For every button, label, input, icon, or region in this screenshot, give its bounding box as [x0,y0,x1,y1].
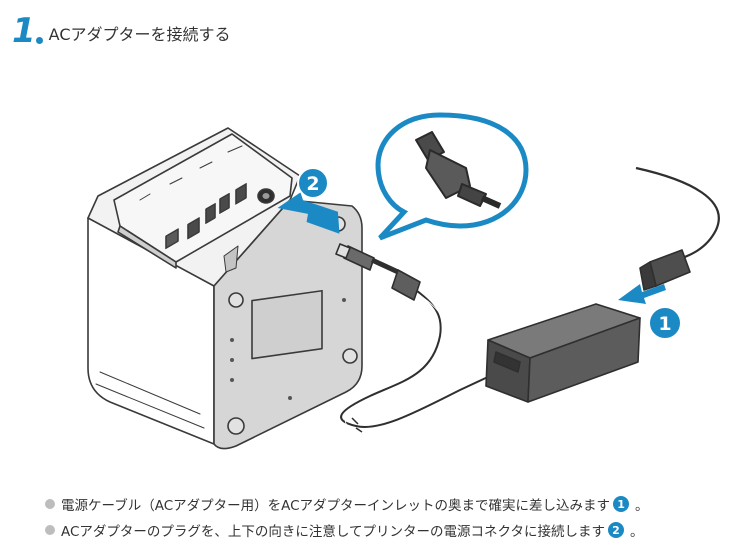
printer-illustration [87,127,363,450]
dc-plug [335,243,421,301]
note-end: 。 [635,498,649,514]
note-text: 電源ケーブル（ACアダプター用）をACアダプターインレットの奥まで確実に差し込み… [61,498,611,514]
step-header: 1 ACアダプターを接続する [12,14,231,48]
dc-cable [340,279,491,433]
instruction-notes: 電源ケーブル（ACアダプター用）をACアダプターインレットの奥まで確実に差し込み… [45,491,725,543]
step-title: ACアダプターを接続する [48,25,231,44]
note-badge: 1 [613,496,630,512]
badge-2: 2 [297,167,329,199]
bullet-icon [45,525,55,535]
arrow-to-adapter [618,284,666,304]
bullet-icon [45,499,55,509]
note-badge: 2 [607,522,624,538]
note-end: 。 [629,524,644,540]
step-number-dot [35,37,43,44]
ac-power-cord [635,166,720,264]
note-text: ACアダプターのプラグを、上下の向きに注意してプリンターの電源コネクタに接続しま… [61,524,605,540]
badge-2-label: 2 [306,173,319,195]
plug-closeup-icon [415,131,502,209]
step-number: 1 [12,11,36,51]
badge-1: 1 [648,306,682,340]
ac-cord-plug [639,249,691,291]
ac-adapter [485,303,641,403]
connection-illustration: 2 1 [87,112,720,450]
badge-1-label: 1 [658,313,671,335]
note-item: ACアダプターのプラグを、上下の向きに注意してプリンターの電源コネクタに接続しま… [45,517,725,543]
note-item: 電源ケーブル（ACアダプター用）をACアダプターインレットの奥まで確実に差し込み… [45,491,725,517]
arrow-to-printer [277,192,340,234]
